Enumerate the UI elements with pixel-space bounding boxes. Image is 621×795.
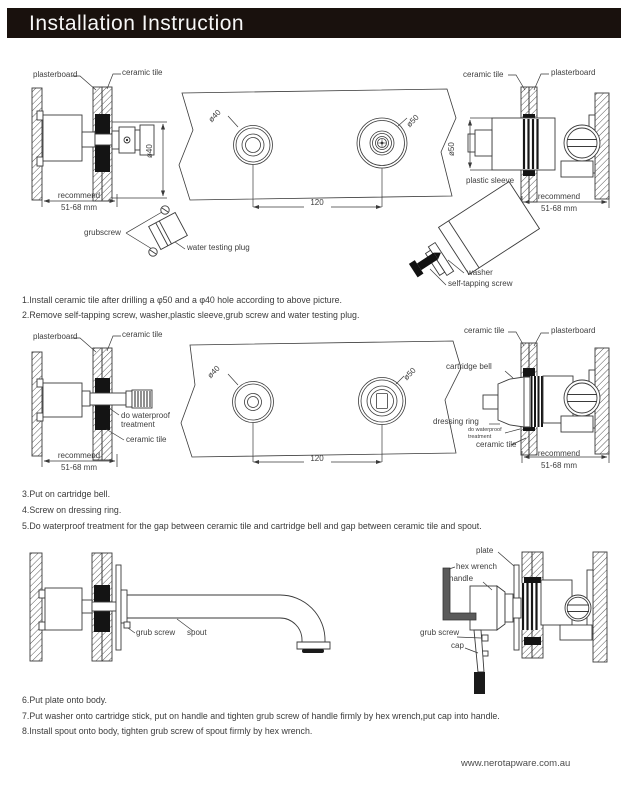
step2-left-dimensions [41,454,118,467]
label-treatment: treatment [121,420,155,429]
instruction-line-4: 4.Screw on dressing ring. [22,505,122,515]
label-washer: washer [467,268,493,277]
label-grub-screw: grub screw [420,628,460,637]
step2-left-wall-section [31,347,153,461]
label-recommend: recommend [537,192,581,201]
footer-website: www.nerotapware.com.au [461,758,571,769]
seal-rings [522,119,539,169]
label-range: 51-68 mm [540,204,577,213]
label-plasterboard: plasterboard [33,332,78,341]
label-cap: cap [451,641,464,650]
instruction-line-6: 6.Put plate onto body. [22,695,107,705]
seal-rings [530,376,543,427]
label-ceramic-tile: ceramic tile [126,435,167,444]
page-title: Installation Instruction [29,12,245,35]
plate-part [115,564,122,651]
step2-right-wall-section [482,342,610,456]
label-distance-120: 120 [310,198,324,207]
header-bar: Installation Instruction [7,8,621,38]
step3-left-wall-section [29,552,331,662]
step3-right-leader-lines [448,551,515,654]
plasterboard-back-layer [31,87,43,201]
valve-body-with-cartridge-stick [36,378,153,422]
hex-wrench-part [442,567,477,621]
instruction-line-8: 8.Install spout onto body, tighten grub … [22,726,313,736]
instruction-line-3: 3.Put on cartridge bell. [22,489,111,499]
label-do-waterproof: do waterproof [468,427,502,433]
step2-diagram [31,331,610,467]
label-self-tapping-screw: self-tapping screw [448,279,513,288]
valve-body [38,587,119,631]
step1-diagram [31,73,610,286]
label-plastic-sleeve: plastic sleeve [466,176,515,185]
valve-body [542,375,574,424]
water-testing-plug-part [148,211,188,251]
spout-drawing [120,589,331,653]
seal-rings [521,583,538,630]
label-recommend: recommend [537,449,581,458]
step1-left-dimensions [41,121,167,207]
label-ceramic-tile: ceramic tile [476,440,517,449]
label-dressing-ring: dressing ring [433,417,479,426]
step2-right-dimensions [521,451,610,463]
label-ceramic-tile: ceramic tile [464,326,505,335]
step3-right-assembly [442,551,608,694]
instruction-line-1: 1.Install ceramic tile after drilling a … [22,295,342,305]
label-range: 51-68 mm [60,463,97,472]
label-hex-wrench: hex wrench [456,562,497,571]
label-plasterboard: plasterboard [551,326,596,335]
label-distance-120: 120 [310,454,324,463]
instruction-line-5: 5.Do waterproof treatment for the gap be… [22,521,482,531]
step1-left-wall-section [31,86,155,202]
step1-right-wall-section [467,86,610,203]
label-treatment: treatment [468,434,492,440]
label-spout: spout [187,628,207,637]
step1-wall-panel [178,88,457,210]
label-ceramic-tile: ceramic tile [122,68,163,77]
valve-body [36,110,155,167]
handle-part [469,585,522,631]
plastic-sleeve-part [437,181,541,275]
label-ceramic-tile: ceramic tile [463,70,504,79]
self-tapping-screw-part [408,252,441,278]
step2-left-leader-lines [72,335,125,441]
label-cartridge-bell: cartridge bell [446,362,492,371]
step2-wall-panel [180,340,462,465]
sleeve-washer-screw-parts [408,181,541,278]
cartridge-bell-part [482,376,531,428]
label-grub-screw: grub screw [136,628,176,637]
label-handle: handle [449,574,474,583]
step2-right-leader-lines [489,331,549,446]
label-plate: plate [476,546,494,555]
grub-screw-part [481,634,489,642]
label-dia50: ø50 [447,142,456,156]
instruction-line-2: 2.Remove self-tapping screw, washer,plas… [22,310,360,320]
grubscrew-and-plug-parts [148,205,188,257]
label-do-waterproof: do waterproof [121,411,170,420]
label-range: 51-68 mm [60,203,97,212]
label-grubscrew: grubscrew [84,228,121,237]
label-range: 51-68 mm [540,461,577,470]
label-dia40: ø40 [145,144,154,158]
grub-screw-part [123,621,131,629]
instruction-line-7: 7.Put washer onto cartridge stick, put o… [22,711,500,721]
label-recommend: recommend [57,451,101,460]
label-water-testing-plug: water testing plug [187,243,250,252]
label-ceramic-tile: ceramic tile [122,330,163,339]
step3-diagram [29,551,608,694]
step1-left-leader-lines [72,73,186,250]
label-plasterboard: plasterboard [551,68,596,77]
label-recommend: recommend [57,191,101,200]
cap-knurled-end [474,672,485,694]
label-plasterboard: plasterboard [33,70,78,79]
